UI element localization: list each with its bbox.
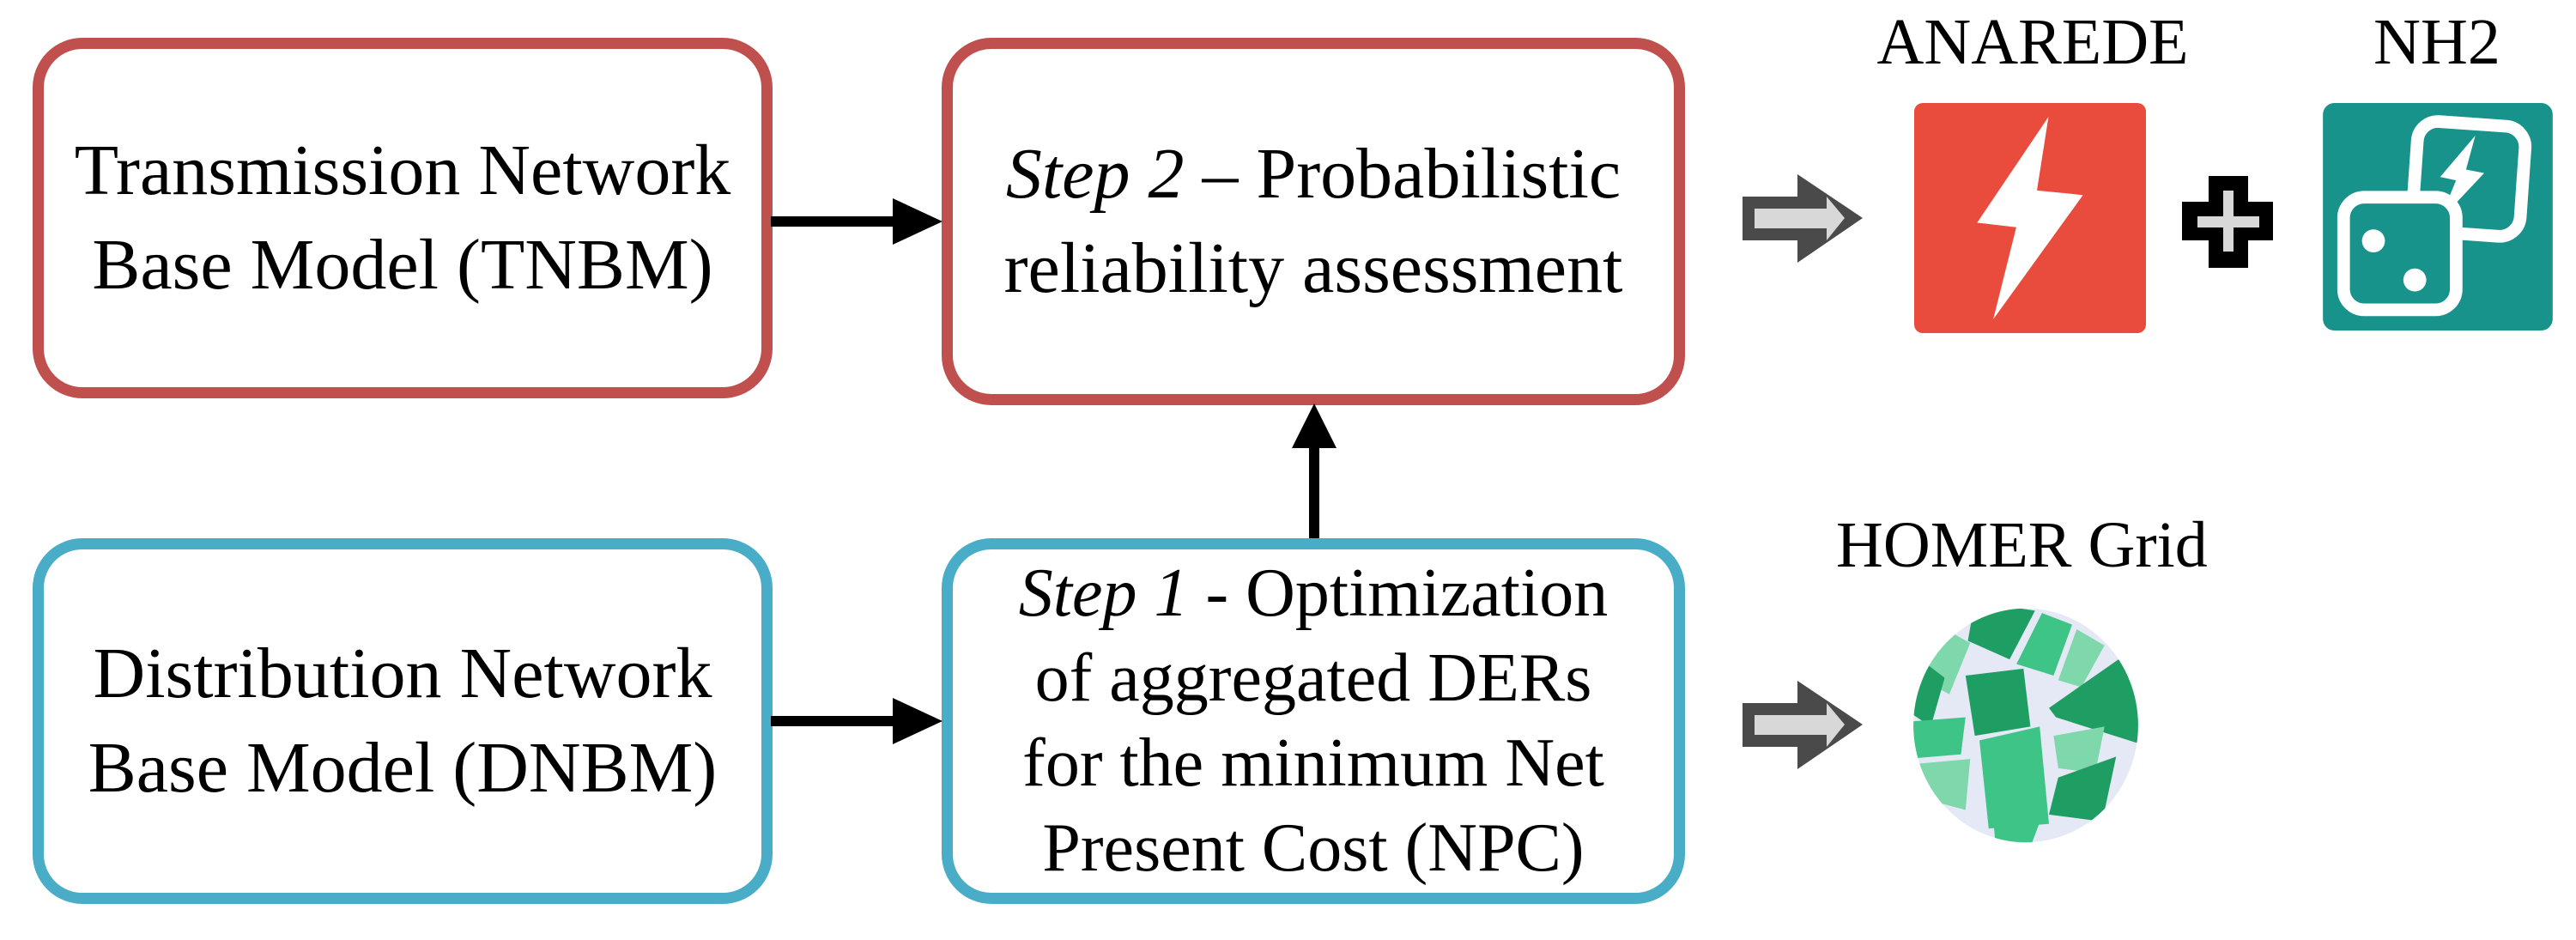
dnbm-box: Distribution Network Base Model (DNBM): [33, 538, 773, 904]
dice-lightning-icon: [2323, 103, 2553, 331]
lightning-bolt-icon: [1914, 103, 2146, 333]
right-block-arrow-icon: [1743, 174, 1863, 263]
tnbm-line-1: Transmission Network: [74, 130, 731, 210]
plus-icon: [2182, 176, 2273, 268]
tnbm-line-2: Base Model (TNBM): [92, 225, 713, 305]
mosaic-globe-icon: [1913, 608, 2138, 843]
tnbm-box: Transmission Network Base Model (TNBM): [33, 38, 773, 398]
arrow-dnbm-to-step1-icon: [771, 698, 943, 744]
nh2-label: NH2: [2373, 6, 2500, 78]
tnbm-box-text: Transmission Network Base Model (TNBM): [75, 124, 731, 312]
homer-grid-label: HOMER Grid: [1836, 509, 2208, 581]
step1-line-1: Step 1 - Optimization: [1019, 551, 1609, 636]
dnbm-box-text: Distribution Network Base Model (DNBM): [88, 627, 718, 816]
step1-line1-rest: - Optimization: [1188, 555, 1609, 631]
step2-italic-prefix: Step 2: [1005, 134, 1185, 214]
step1-line-4: Present Cost (NPC): [1042, 810, 1585, 886]
anarede-label: ANAREDE: [1876, 6, 2189, 78]
step1-line-2: of aggregated DERs: [1034, 640, 1592, 716]
step2-box: Step 2 – Probabilistic reliability asses…: [942, 38, 1685, 405]
step2-box-text: Step 2 – Probabilistic reliability asses…: [1004, 127, 1623, 316]
step2-line-2: reliability assessment: [1003, 228, 1623, 308]
dnbm-line-2: Base Model (DNBM): [88, 728, 718, 808]
right-block-arrow-icon: [1743, 681, 1863, 769]
arrow-step1-to-step2-icon: [1292, 403, 1336, 538]
arrow-tnbm-to-step2-icon: [771, 198, 943, 245]
step1-line-3: for the minimum Net: [1022, 725, 1604, 801]
step1-box-text: Step 1 - Optimization of aggregated DERs…: [1019, 551, 1609, 891]
lightning-bolt-glyph: [1977, 117, 2083, 319]
step2-line1-rest: – Probabilistic: [1184, 134, 1621, 214]
step2-line-1: Step 2 – Probabilistic: [1004, 127, 1623, 221]
step1-italic-prefix: Step 1: [1018, 555, 1189, 631]
step1-box: Step 1 - Optimization of aggregated DERs…: [942, 538, 1685, 904]
dnbm-line-1: Distribution Network: [93, 634, 712, 713]
